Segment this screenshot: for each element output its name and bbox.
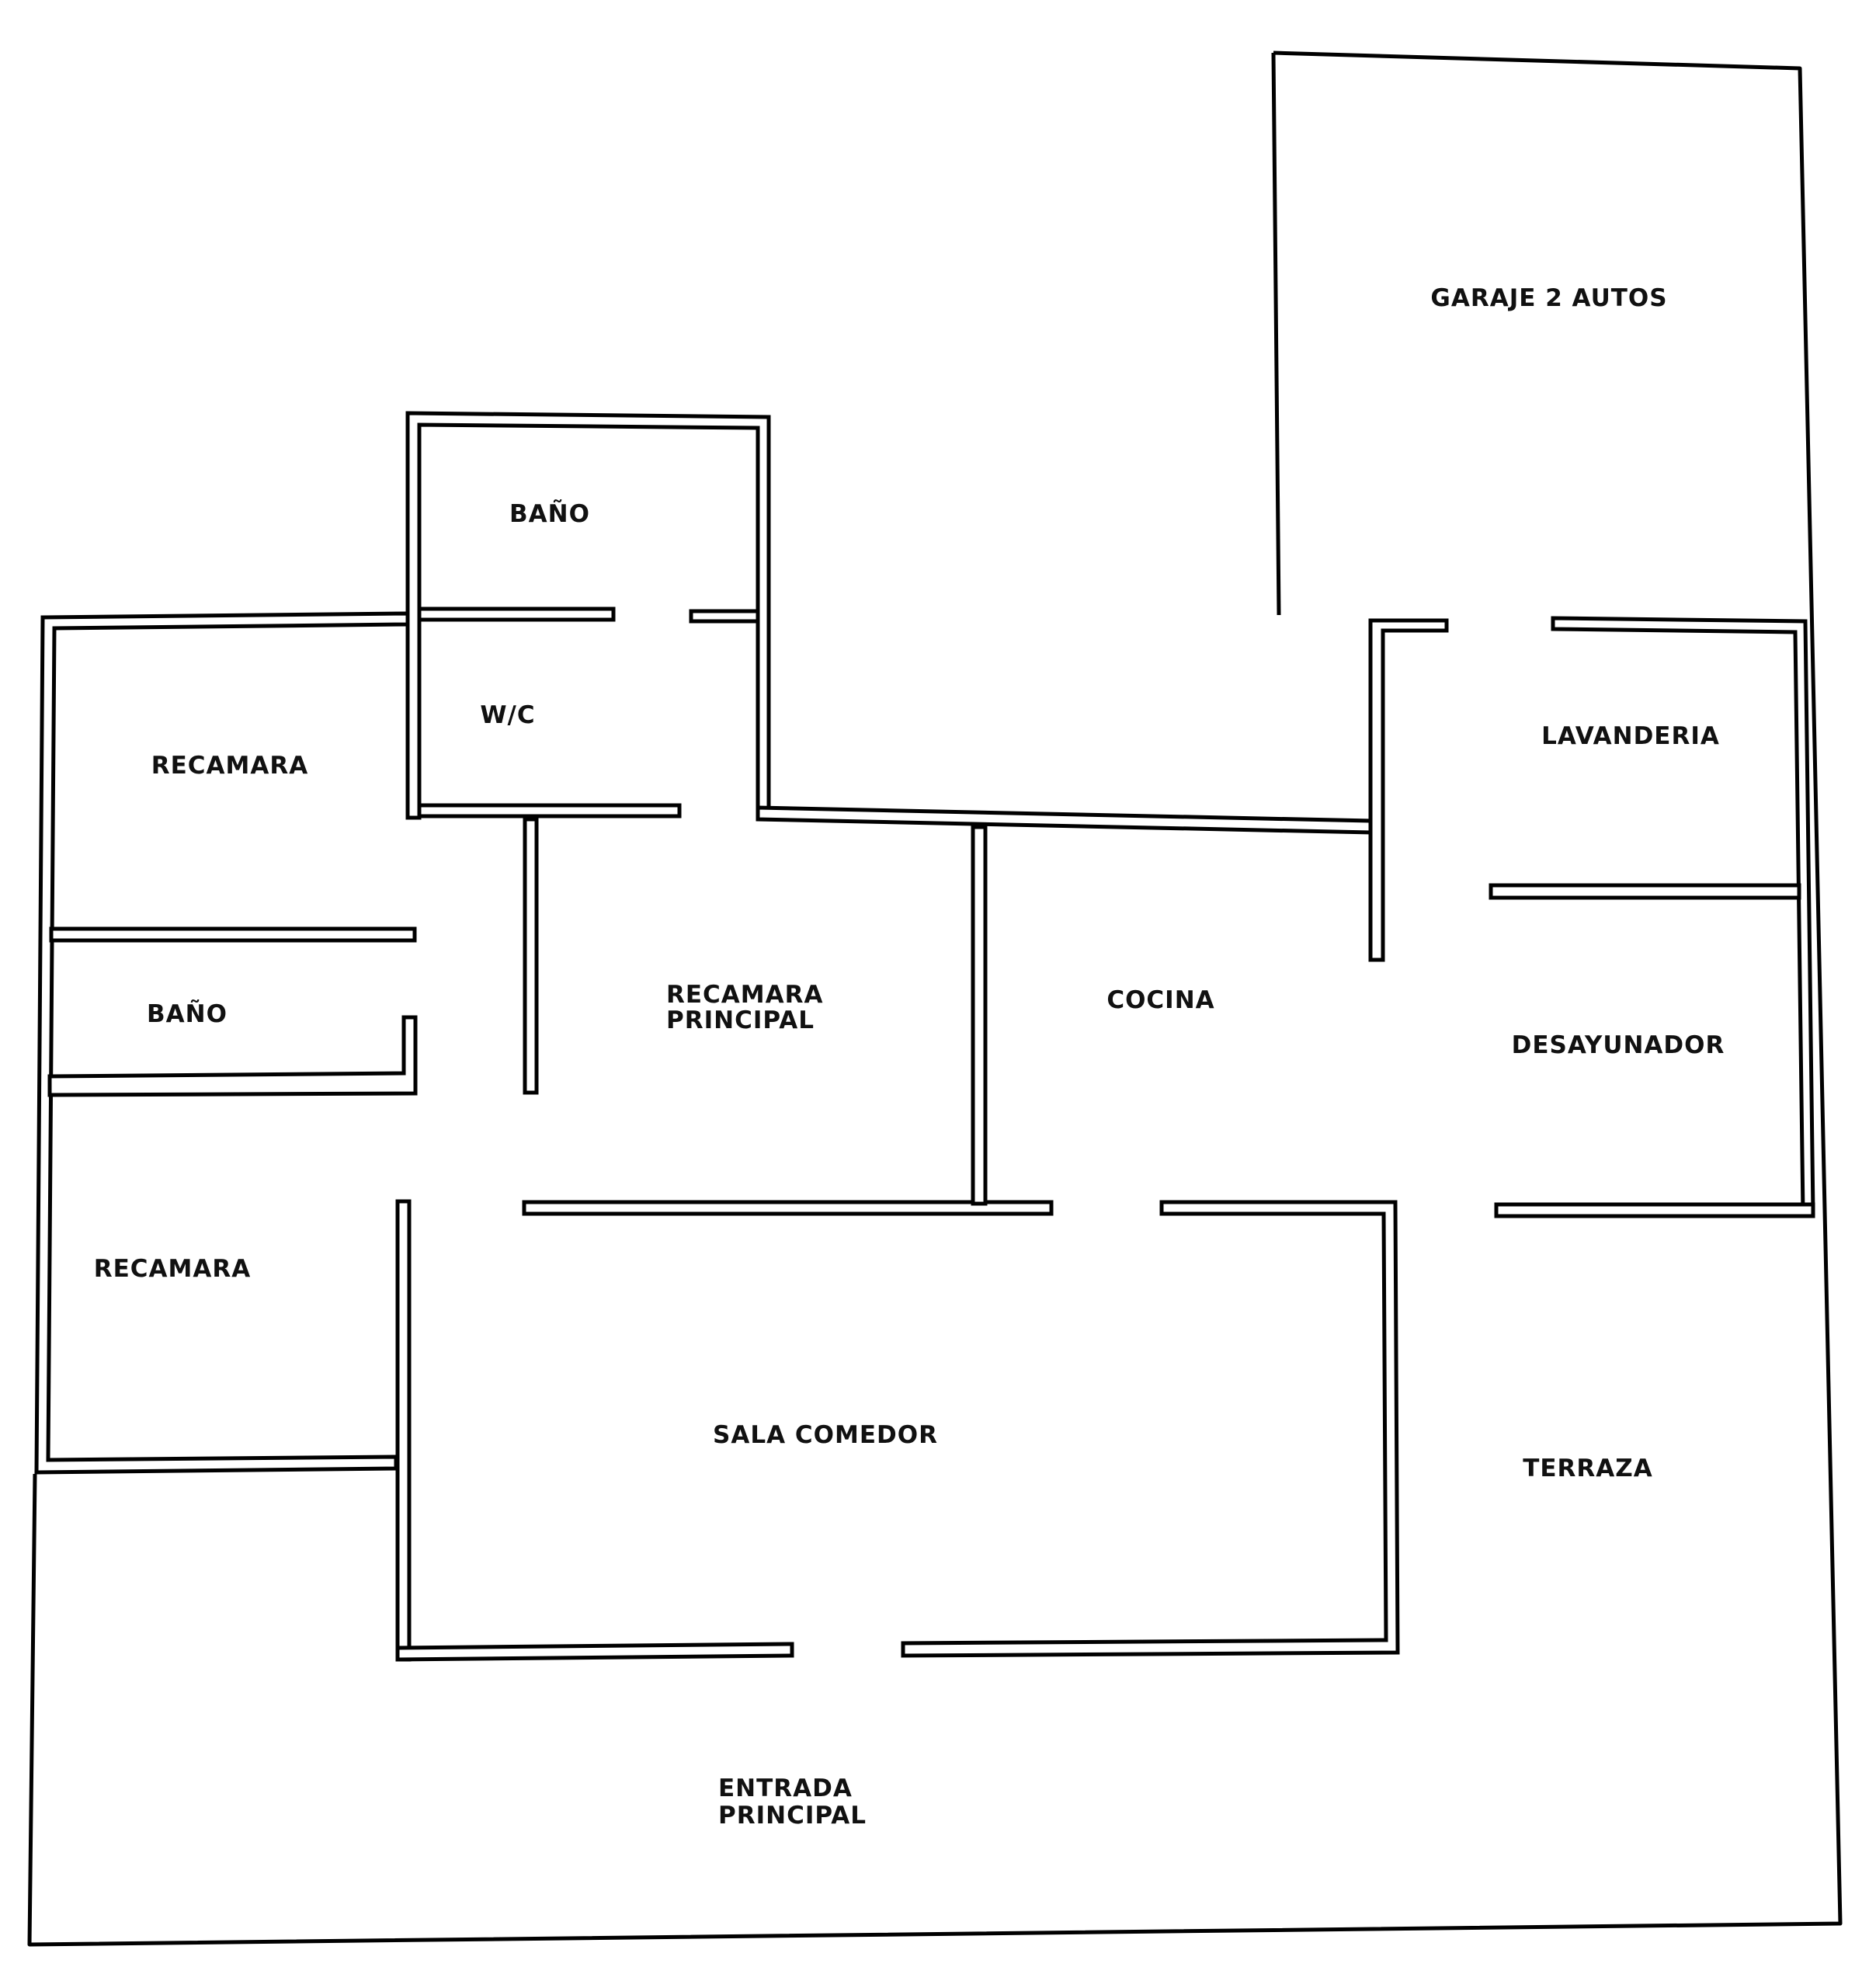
wall-kitchen-top — [756, 805, 1373, 835]
wall-master-kitchen-divider — [971, 825, 988, 1206]
wall-master-bottom — [522, 1200, 1054, 1216]
bath-block-walls — [405, 411, 771, 820]
wall-bath-bedroom-divider — [47, 1015, 418, 1097]
label-main-entrance-line2: PRINCIPAL — [718, 1802, 867, 1830]
wall-master-left — [523, 817, 539, 1095]
label-bedroom-bottom-left: RECAMARA — [94, 1255, 252, 1283]
label-bath-top: BAÑO — [509, 499, 590, 528]
label-living-dining: SALA COMEDOR — [713, 1421, 938, 1449]
label-laundry: LAVANDERIA — [1541, 722, 1720, 750]
wall-living-bottom-left — [395, 1642, 794, 1662]
label-master-bedroom-line1: RECAMARA — [666, 981, 824, 1009]
label-kitchen: COCINA — [1106, 986, 1214, 1014]
wall-breakfast-bottom — [1494, 1202, 1815, 1218]
wall-wc-bottom — [417, 803, 682, 818]
garage-left-line — [1271, 52, 1281, 616]
label-garage: GARAJE 2 AUTOS — [1430, 284, 1667, 312]
wall-laundry-breakfast-divider — [1489, 883, 1801, 900]
left-wing-walls — [34, 611, 410, 1475]
label-bath-left: BAÑO — [147, 999, 228, 1028]
wall-laundry-right — [1551, 616, 1815, 1215]
label-terrace: TERRAZA — [1523, 1455, 1653, 1482]
wall-bath-wc-divider-right — [689, 609, 760, 624]
label-bedroom-top-left: RECAMARA — [151, 752, 309, 780]
label-main-entrance-line1: ENTRADA — [718, 1774, 853, 1802]
wall-living-left — [395, 1199, 412, 1662]
wall-bedroom-bath-divider — [49, 926, 417, 943]
wall-living-right-and-bottom — [901, 1200, 1400, 1658]
label-wc: W/C — [480, 701, 535, 729]
lot-boundary-line — [27, 50, 1843, 1947]
label-breakfast-nook: DESAYUNADOR — [1512, 1031, 1725, 1059]
label-master-bedroom-line2: PRINCIPAL — [666, 1006, 815, 1034]
wall-bath-wc-divider-left — [417, 606, 616, 622]
wall-garage-kitchen — [1368, 618, 1449, 962]
